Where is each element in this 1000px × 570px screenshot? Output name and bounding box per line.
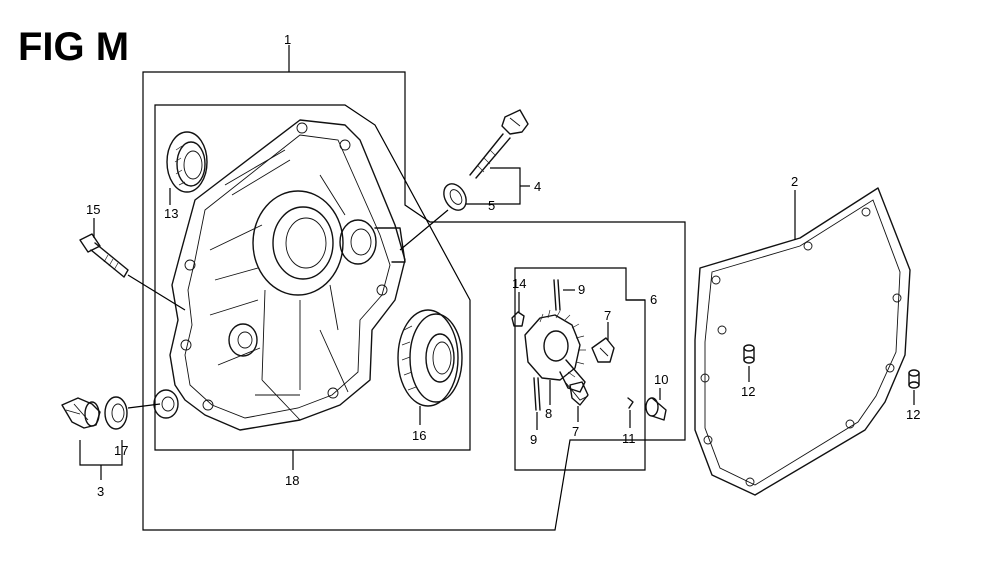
callout-8: 8 xyxy=(545,406,552,421)
callout-12b: 12 xyxy=(906,407,920,422)
callout-7b: 7 xyxy=(572,424,579,439)
clip-11 xyxy=(627,397,634,409)
governor-arm-7a xyxy=(591,337,615,363)
callout-6: 6 xyxy=(650,292,657,307)
drain-seal xyxy=(153,389,179,419)
callout-9a: 9 xyxy=(578,282,585,297)
callout-4: 4 xyxy=(534,179,541,194)
pin-9-top xyxy=(553,279,561,311)
pin-9-bottom xyxy=(533,377,541,411)
callout-10: 10 xyxy=(654,372,668,387)
callout-7a: 7 xyxy=(604,308,611,323)
callout-2: 2 xyxy=(791,174,798,189)
group-outline-18 xyxy=(154,104,471,451)
crankcase-cover xyxy=(169,119,406,431)
callout-3: 3 xyxy=(97,484,104,499)
callout-11: 11 xyxy=(622,431,636,446)
dowel-pin-12b xyxy=(908,369,920,389)
gasket-5 xyxy=(443,183,467,211)
shaft-10 xyxy=(645,397,667,421)
washer-17 xyxy=(104,396,128,430)
flange-bolt-15 xyxy=(79,233,129,278)
leader-15b xyxy=(127,274,186,311)
callout-18: 18 xyxy=(285,473,299,488)
drain-plug-3 xyxy=(61,397,101,429)
callout-9b: 9 xyxy=(530,432,537,447)
callout-16: 16 xyxy=(412,428,426,443)
governor-arm-7b xyxy=(569,381,589,406)
callout-5: 5 xyxy=(488,198,495,213)
group-outline-1 xyxy=(142,71,686,531)
governor-gear-8 xyxy=(524,309,589,401)
clip-14 xyxy=(511,311,525,327)
oil-seal-13 xyxy=(166,131,208,193)
dowel-pin-12a xyxy=(743,344,755,364)
figure-title: FIG M xyxy=(18,25,129,69)
callout-1: 1 xyxy=(284,32,291,47)
cover-gasket-2 xyxy=(694,187,911,496)
callout-15: 15 xyxy=(86,202,100,217)
callout-14: 14 xyxy=(512,276,526,291)
oil-filler-cap-4 xyxy=(469,109,529,179)
callout-13: 13 xyxy=(164,206,178,221)
callout-12a: 12 xyxy=(741,384,755,399)
ball-bearing-16 xyxy=(397,309,463,407)
leader-drain xyxy=(127,403,161,409)
callout-17: 17 xyxy=(114,443,128,458)
leader-5-cover xyxy=(399,209,449,251)
